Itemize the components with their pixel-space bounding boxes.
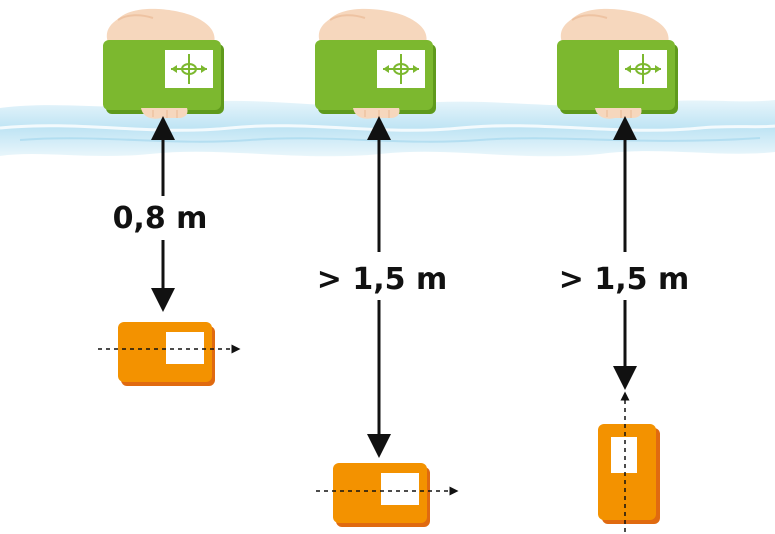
orange-target-device-c (598, 424, 660, 524)
distance-label-b: > 1,5 m (317, 262, 447, 297)
green-locator-device-c (556, 7, 679, 120)
scenario-c: > 1,5 m (556, 7, 689, 532)
green-locator-device-b (314, 7, 437, 120)
scenario-a: 0,8 m (98, 7, 241, 386)
orange-target-device-a (118, 322, 215, 386)
distance-label-c: > 1,5 m (559, 262, 689, 297)
green-locator-device-a (102, 7, 225, 120)
distance-label-a: 0,8 m (113, 201, 208, 236)
scenario-b: > 1,5 m (314, 7, 459, 527)
orange-target-device-b (333, 463, 430, 527)
